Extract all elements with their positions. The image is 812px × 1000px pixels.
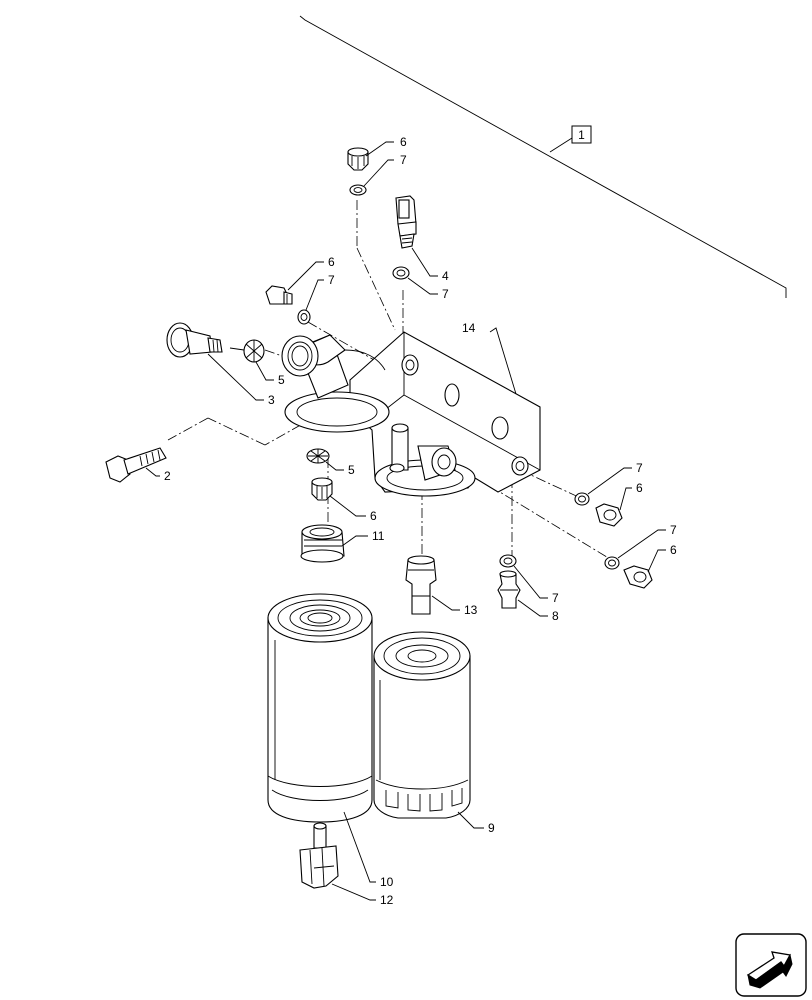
callout-4: 4 — [442, 269, 449, 283]
callout-7: 7 — [328, 273, 335, 287]
callout-7: 7 — [442, 287, 449, 301]
callout-10: 10 — [380, 875, 394, 889]
union-fitting — [497, 570, 521, 609]
callout-5: 5 — [278, 373, 285, 387]
callout-11: 11 — [372, 529, 385, 543]
filter-adapter — [300, 524, 345, 563]
callout-9: 9 — [488, 821, 495, 835]
callout-13: 13 — [464, 603, 478, 617]
check-valve-lower — [306, 448, 330, 464]
plug-left-upper — [265, 285, 293, 305]
reference-box-label: 1 — [578, 128, 585, 142]
fuel-filter-cartridge — [267, 593, 373, 823]
callout-7: 7 — [670, 523, 677, 537]
callout-3: 3 — [268, 393, 275, 407]
check-valve-upper — [229, 339, 265, 363]
previous-page-arrow-icon[interactable] — [735, 933, 807, 997]
oil-filter-cartridge — [373, 631, 471, 819]
callout-14: 14 — [462, 321, 476, 335]
reference-box: 1 — [549, 125, 592, 153]
plug-right-upper — [595, 503, 623, 527]
filter-head-body — [281, 331, 541, 497]
callout-labels: 6 7 4 7 6 7 14 5 3 2 5 6 11 7 6 7 6 7 8 … — [164, 135, 677, 907]
callout-6: 6 — [370, 509, 377, 523]
callout-7: 7 — [636, 461, 643, 475]
plug-right-lower — [623, 565, 653, 589]
plug-lower-left — [311, 477, 333, 501]
callout-7: 7 — [552, 591, 559, 605]
callout-12: 12 — [380, 893, 394, 907]
callout-6: 6 — [670, 543, 677, 557]
seal-ring-left-upper — [297, 309, 311, 325]
callout-8: 8 — [552, 609, 559, 623]
seal-ring-fitting — [499, 554, 517, 568]
connector-fitting — [405, 555, 437, 615]
assembly-reference-line — [299, 15, 787, 298]
callout-5: 5 — [348, 463, 355, 477]
callout-6: 6 — [400, 135, 407, 149]
callout-6: 6 — [636, 481, 643, 495]
plug-top — [347, 147, 369, 171]
callout-7: 7 — [400, 153, 407, 167]
seal-ring-right-upper — [574, 492, 590, 506]
seal-ring-sensor — [392, 266, 410, 280]
drain-valve — [299, 822, 339, 889]
leader-lines — [145, 141, 666, 901]
callout-6: 6 — [328, 255, 335, 269]
primer-plug — [166, 322, 223, 358]
seal-ring-right-lower — [604, 556, 620, 570]
callout-2: 2 — [164, 469, 171, 483]
pressure-sensor — [395, 195, 417, 249]
seal-ring-top — [349, 184, 367, 196]
bolt — [105, 447, 167, 483]
